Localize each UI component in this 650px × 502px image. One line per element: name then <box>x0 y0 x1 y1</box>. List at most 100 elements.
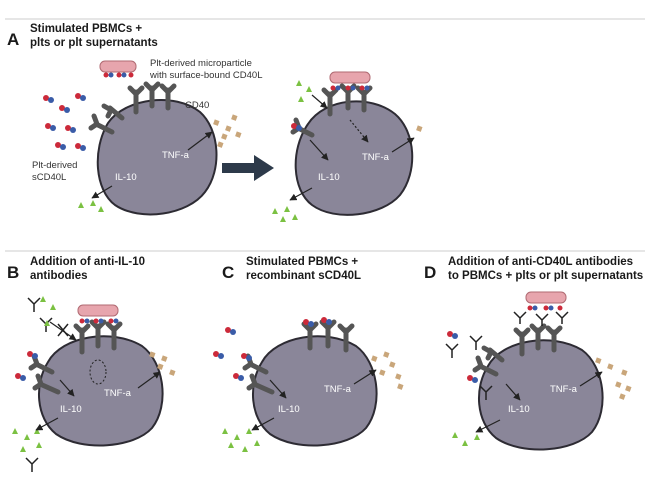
cd40-receptor <box>32 373 61 395</box>
signal-arrow <box>269 379 287 399</box>
il10-label: IL-10 <box>115 172 137 183</box>
signal-arrow <box>505 383 521 401</box>
tnf-label: TNF-a <box>362 152 390 163</box>
cd40-receptor <box>143 81 161 109</box>
il10-arrow <box>251 417 275 431</box>
panel-a-title-line1: Stimulated PBMCs + <box>30 23 142 35</box>
dotted-loop <box>89 359 107 385</box>
cd40-label: CD40 <box>185 100 209 111</box>
microparticle <box>525 291 567 304</box>
tnf-molecules <box>149 351 176 376</box>
recombinant-scd40l <box>213 317 332 381</box>
cd40-receptor <box>321 87 339 117</box>
transition-arrow <box>222 155 274 181</box>
cell-body <box>38 335 164 447</box>
scd40l-label-line1: Plt-derived <box>32 160 77 171</box>
tnf-molecules <box>416 125 423 132</box>
il10-arrow <box>35 417 59 431</box>
binding-arrow <box>311 94 328 109</box>
panel-c-letter: C <box>222 263 234 282</box>
il10-arrow <box>91 185 113 199</box>
cd40-receptor <box>545 325 563 353</box>
cd40-receptor <box>101 103 125 121</box>
cd40-receptor <box>481 345 505 363</box>
panel-c-title-line1: Stimulated PBMCs + <box>246 256 358 268</box>
panel-b-title-line2: antibodies <box>30 270 88 282</box>
panel-d: D Addition of anti-CD40L antibodies to P… <box>424 256 643 451</box>
tnf-arrow <box>391 137 415 153</box>
blocked-cd40l <box>447 305 563 383</box>
tnf-arrow <box>137 371 161 389</box>
microparticle-label-line1: Plt-derived microparticle <box>150 58 252 69</box>
cd40-receptor <box>89 319 107 349</box>
cd40-receptor <box>159 83 177 111</box>
panel-a-title-line2: plts or plt supernatants <box>30 37 158 49</box>
microparticle <box>329 71 371 84</box>
tnf-molecules <box>371 351 404 390</box>
cd40-receptor <box>472 355 499 377</box>
bound-cd40l <box>15 318 119 381</box>
cd40-receptor <box>529 323 547 351</box>
cd40-receptor <box>246 373 275 395</box>
panel-a-left-cell-group: Plt-derived microparticle with surface-b… <box>32 58 262 216</box>
scd40l-label-line2: sCD40L <box>32 172 66 183</box>
panel-c: C Stimulated PBMCs + recombinant sCD40L … <box>213 256 404 452</box>
cd40-receptor <box>301 321 319 351</box>
cd40-receptors <box>472 323 563 377</box>
cd40-receptor <box>88 113 115 135</box>
scd40l-molecules <box>43 93 86 151</box>
tnf-molecules <box>595 357 632 400</box>
il10-label: IL-10 <box>278 404 300 415</box>
cell-body <box>294 100 414 216</box>
il10-molecules <box>452 432 480 446</box>
panel-a: A Stimulated PBMCs + plts or plt superna… <box>7 23 423 222</box>
panel-c-title-line2: recombinant sCD40L <box>246 270 361 282</box>
panel-d-letter: D <box>424 263 436 282</box>
cd40-receptors <box>28 319 123 395</box>
cd40-receptor <box>73 323 91 355</box>
cd40-receptors <box>242 319 355 395</box>
cd40-receptor <box>105 321 123 351</box>
cd40-receptor <box>127 85 145 115</box>
il10-arrow <box>289 187 313 201</box>
bound-cd40l <box>291 85 370 131</box>
tnf-label: TNF-a <box>162 150 190 161</box>
anti-il10-antibodies <box>25 297 53 472</box>
tnf-arrow <box>187 131 213 151</box>
signal-arrow <box>59 379 75 397</box>
cell-body <box>252 335 378 447</box>
tnf-label: TNF-a <box>324 384 352 395</box>
panel-a-right-cell-group: TNF-a IL-10 <box>272 71 423 222</box>
microparticle <box>99 60 137 73</box>
tnf-label: TNF-a <box>104 388 132 399</box>
panel-d-title-line2: to PBMCs + plts or plt supernatants <box>448 270 643 282</box>
panel-b-title-line1: Addition of anti-IL-10 <box>30 256 145 268</box>
cd40-receptor <box>513 327 531 357</box>
il10-molecules <box>272 80 312 222</box>
cell-body <box>478 339 604 451</box>
cd40-receptors <box>88 81 177 135</box>
panel-b: B Addition of anti-IL-10 antibodies <box>7 256 176 472</box>
cell-body <box>96 99 218 216</box>
tnf-arrow <box>579 371 603 387</box>
panel-b-letter: B <box>7 263 19 282</box>
microparticle <box>77 304 119 317</box>
tnf-arrow <box>353 369 377 385</box>
tnf-label: TNF-a <box>550 384 578 395</box>
il10-label: IL-10 <box>60 404 82 415</box>
il10-molecules <box>12 296 56 452</box>
cd40-receptor <box>337 323 355 353</box>
il10-molecules <box>78 200 104 212</box>
il10-label: IL-10 <box>318 172 340 183</box>
microparticle-label-line2: with surface-bound CD40L <box>149 70 262 81</box>
signal-arrow <box>309 139 329 161</box>
dotted-signal-arrow <box>349 119 369 143</box>
anti-cd40l-antibodies <box>445 311 569 400</box>
il10-label: IL-10 <box>508 404 530 415</box>
il10-molecules <box>222 428 260 452</box>
panel-a-letter: A <box>7 30 19 49</box>
il10-arrow <box>475 419 501 433</box>
microparticle-cd40l <box>103 72 134 78</box>
block-x-icon <box>57 323 69 337</box>
